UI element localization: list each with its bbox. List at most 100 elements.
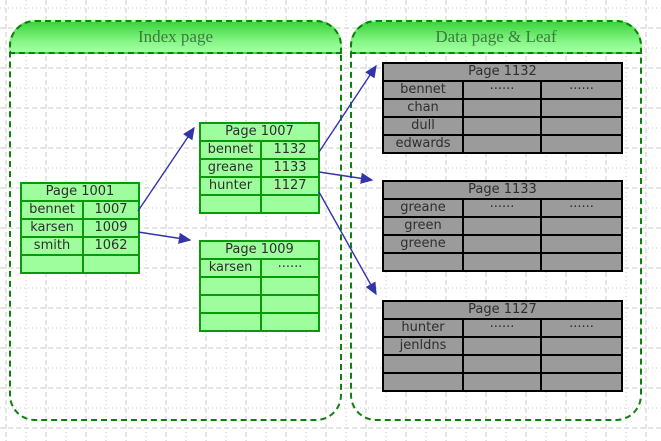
table-row: Page 1127 [382,300,623,320]
table-cell [382,372,464,392]
index-page-container: Index page [9,20,342,421]
table-row [20,254,140,274]
table-cell: smith [20,236,84,256]
table-cell [199,194,262,214]
table-cell: bennet [20,200,84,220]
table-cell [382,252,464,272]
table-cell [82,254,140,274]
table-row: jenldns [382,336,623,356]
table-page-1127: Page 1127 hunter············ jenldns [382,300,623,392]
table-cell: jenldns [382,336,464,356]
table-cell: chan [382,98,464,118]
table-cell [260,312,320,332]
table-cell: 1062 [82,236,140,256]
table-cell [462,216,542,236]
table-row: Page 1001 [20,182,140,202]
table-page-1009: Page 1009 karsen······ [199,240,320,332]
table-title: Page 1127 [382,300,623,320]
table-cell [540,98,623,118]
table-title: Page 1001 [20,182,140,202]
table-cell [540,354,623,374]
table-cell [540,336,623,356]
table-cell [260,194,320,214]
table-cell: edwards [382,134,464,154]
table-cell [540,252,623,272]
table-title: Page 1007 [199,122,320,142]
table-row: greane············ [382,198,623,218]
table-row: dull [382,116,623,136]
table-row: hunter············ [382,318,623,338]
table-row [199,276,320,296]
table-row [199,194,320,214]
table-cell: karsen [199,258,262,278]
table-row: edwards [382,134,623,154]
table-row: Page 1007 [199,122,320,142]
table-cell: greane [199,158,262,178]
table-row: karsen······ [199,258,320,278]
table-cell [462,134,542,154]
table-cell [540,372,623,392]
table-page-1132: Page 1132 bennet············ chan dull e… [382,62,623,154]
table-row: green [382,216,623,236]
table-cell: hunter [382,318,464,338]
table-cell: karsen [20,218,84,238]
table-cell [462,354,542,374]
data-page-header: Data page & Leaf [350,20,642,54]
table-cell: 1127 [260,176,320,196]
table-cell: greene [382,234,464,254]
table-page-1133: Page 1133 greane············ green green… [382,180,623,272]
table-cell [462,116,542,136]
table-cell [462,372,542,392]
table-cell: greane [382,198,464,218]
table-cell: 1133 [260,158,320,178]
table-cell: ······ [462,80,542,100]
table-row: Page 1133 [382,180,623,200]
table-row: Page 1132 [382,62,623,82]
table-cell: ······ [462,198,542,218]
table-cell [462,336,542,356]
table-row [382,354,623,374]
table-cell [260,294,320,314]
table-row: greene [382,234,623,254]
table-cell: 1132 [260,140,320,160]
table-title: Page 1009 [199,240,320,260]
index-page-title: Index page [137,27,214,46]
table-row [382,252,623,272]
index-page-header: Index page [9,20,342,54]
table-row: bennet············ [382,80,623,100]
table-title: Page 1133 [382,180,623,200]
table-cell [382,354,464,374]
table-row [199,312,320,332]
table-title: Page 1132 [382,62,623,82]
table-cell [540,116,623,136]
table-cell: ······ [260,258,320,278]
table-cell: ······ [462,318,542,338]
data-page-title: Data page & Leaf [435,27,557,46]
table-cell: hunter [199,176,262,196]
table-row [382,372,623,392]
table-cell: 1007 [82,200,140,220]
table-cell [540,234,623,254]
table-row: chan [382,98,623,118]
table-cell: bennet [382,80,464,100]
table-cell: ······ [540,198,623,218]
table-cell [540,216,623,236]
table-cell [199,276,262,296]
table-cell [462,234,542,254]
table-cell: ······ [540,318,623,338]
table-cell: ······ [540,80,623,100]
table-cell [199,294,262,314]
table-cell [462,252,542,272]
table-cell: dull [382,116,464,136]
table-cell: green [382,216,464,236]
table-row: Page 1009 [199,240,320,260]
table-cell: 1009 [82,218,140,238]
